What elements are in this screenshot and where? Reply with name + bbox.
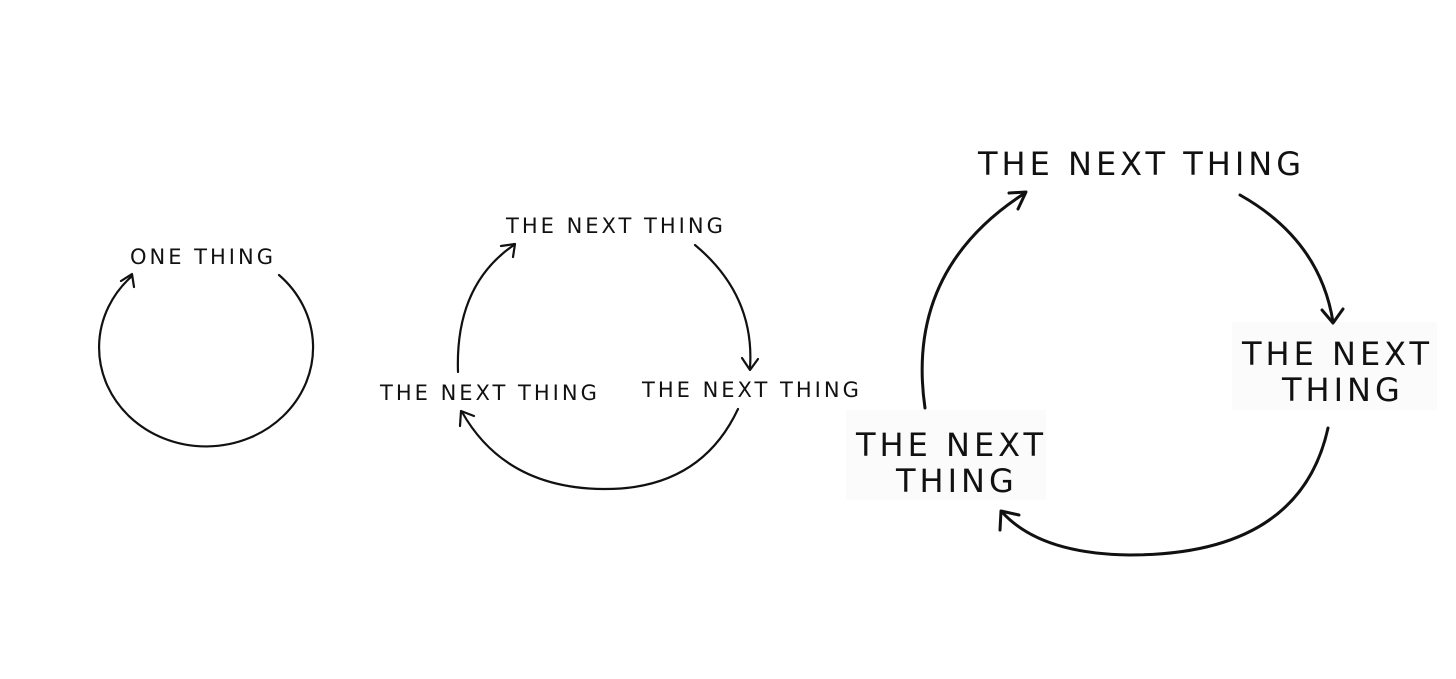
arc-right-to-left — [1000, 426, 1330, 557]
label-left-line1: THE NEXT — [855, 426, 1047, 464]
label-top: THE NEXT THING — [505, 214, 726, 238]
arrowhead-icon — [1320, 307, 1345, 325]
label-right-line1: THE NEXT — [1241, 335, 1433, 373]
three-step-cycle-diagram: THE NEXT THING THE NEXT THING THE NEXT T… — [379, 214, 862, 491]
arc-left-to-top — [920, 191, 1027, 410]
large-three-step-cycle-diagram: THE NEXT THING THE NEXT THING THE NEXT T… — [846, 145, 1447, 557]
arrowhead-icon — [119, 272, 136, 289]
label-left-line2: THING — [895, 462, 1018, 500]
single-cycle-diagram: ONE THING — [97, 245, 315, 448]
label-left-background — [846, 410, 1046, 500]
label-right: THE NEXT THING — [641, 378, 862, 402]
arrowhead-icon — [499, 242, 517, 259]
arc-left-to-top — [456, 243, 516, 374]
label-right-line2: THING — [1281, 371, 1404, 409]
label-right: THE NEXT THING — [1241, 335, 1447, 409]
arrowhead-icon — [1007, 190, 1028, 211]
arrowhead-icon — [740, 356, 760, 372]
label-right-background — [1232, 322, 1437, 410]
loop-arc — [97, 273, 315, 448]
arc-top-to-right — [1238, 193, 1335, 324]
arrowhead-icon — [458, 409, 476, 428]
arrowhead-icon — [998, 509, 1021, 532]
label-left: THE NEXT THING — [379, 381, 600, 405]
arc-right-to-left — [460, 407, 740, 491]
label-top: THE NEXT THING — [977, 145, 1305, 183]
label-left: THE NEXT THING — [855, 426, 1061, 500]
label-one-thing: ONE THING — [130, 245, 276, 269]
arc-top-to-right — [693, 243, 752, 370]
